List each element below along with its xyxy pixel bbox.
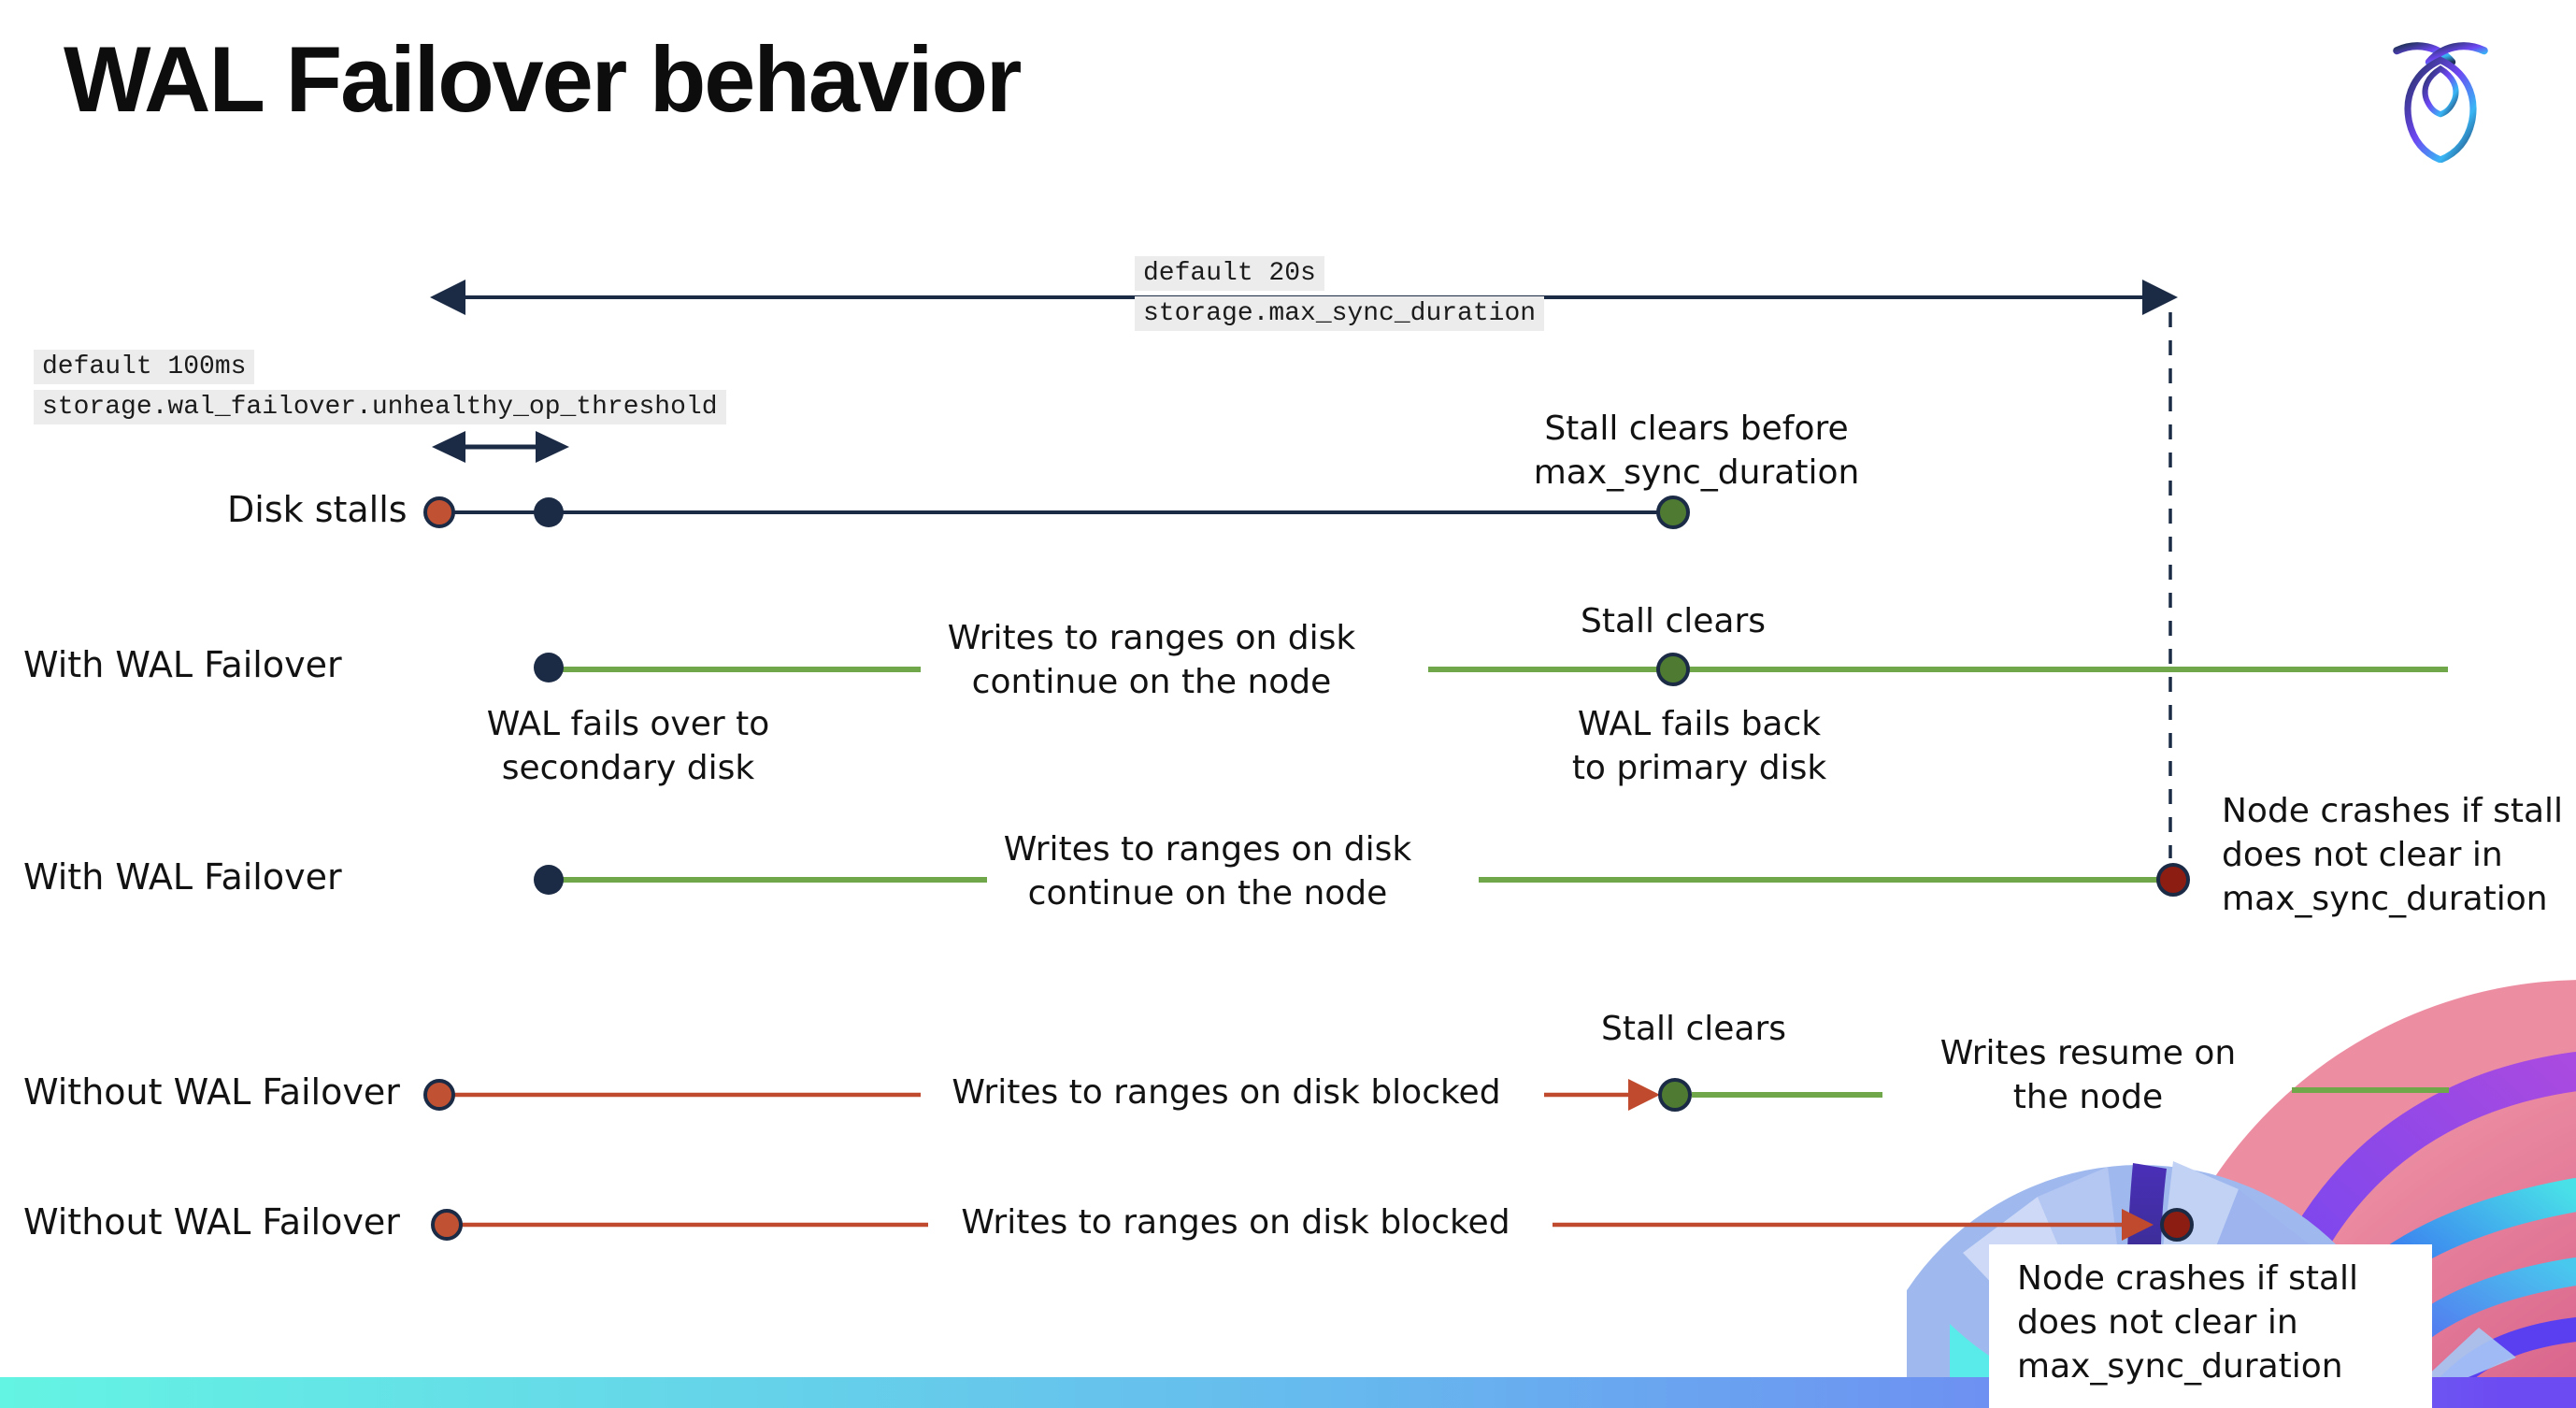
row3-label: With WAL Failover [23, 856, 342, 898]
writes-blocked-note: Writes to ranges on disk blocked [961, 1203, 1510, 1242]
row1-stall-clears-dot [1656, 496, 1690, 529]
threshold-default-label: default 100ms [34, 350, 255, 384]
node-crashes-note: Node crashes if stall does not clear in … [2017, 1259, 2359, 1386]
wal-fails-back-note: WAL fails back to primary disk [1571, 705, 1827, 787]
row1-stall-start-dot [423, 496, 455, 528]
row5-crash-dot [2160, 1208, 2194, 1242]
arrowhead-left-icon [430, 280, 465, 315]
writes-continue-note: Writes to ranges on disk continue on the… [947, 619, 1356, 701]
arrowhead-right-icon [1628, 1079, 1660, 1111]
node-crashes-note: Node crashes if stall does not clear in … [2222, 792, 2564, 918]
row1-threshold-dot [534, 497, 564, 527]
max-sync-default-label: default 20s [1135, 256, 1324, 291]
arrowhead-right-icon [2122, 1209, 2154, 1241]
row3-crash-dot [2156, 863, 2190, 897]
writes-blocked-note: Writes to ranges on disk blocked [952, 1073, 1501, 1112]
wal-fails-over-note: WAL fails over to secondary disk [486, 705, 770, 787]
row5-label: Without WAL Failover [23, 1201, 400, 1243]
arrowhead-left-icon [432, 431, 465, 463]
row4-label: Without WAL Failover [23, 1071, 400, 1113]
writes-continue-note: Writes to ranges on disk continue on the… [1003, 830, 1412, 912]
threshold-setting-label: storage.wal_failover.unhealthy_op_thresh… [34, 390, 726, 424]
row4-stall-clears-dot [1658, 1078, 1692, 1112]
row2-label: With WAL Failover [23, 644, 342, 685]
row2-stall-clears-dot [1656, 653, 1690, 686]
arrowhead-right-icon [536, 431, 569, 463]
row5-stall-start-dot [431, 1209, 463, 1241]
row2-failover-dot [534, 653, 564, 682]
stall-clears-note: Stall clears [1580, 602, 1767, 640]
row3-failover-dot [534, 865, 564, 895]
row4-stall-start-dot [423, 1079, 455, 1111]
stall-clears-before-note: Stall clears before max_sync_duration [1533, 409, 1860, 492]
row1-label: Disk stalls [227, 489, 408, 530]
crash-note-box: Node crashes if stall does not clear in … [1989, 1244, 2432, 1408]
arrowhead-right-icon [2142, 280, 2178, 315]
page-title: WAL Failover behavior [64, 27, 1022, 131]
max-sync-setting-label: storage.max_sync_duration [1135, 296, 1545, 331]
cockroachdb-logo-icon [2393, 42, 2488, 163]
writes-resume-note: Writes resume on the node [1939, 1034, 2237, 1116]
stall-clears-note: Stall clears [1600, 1010, 1787, 1048]
